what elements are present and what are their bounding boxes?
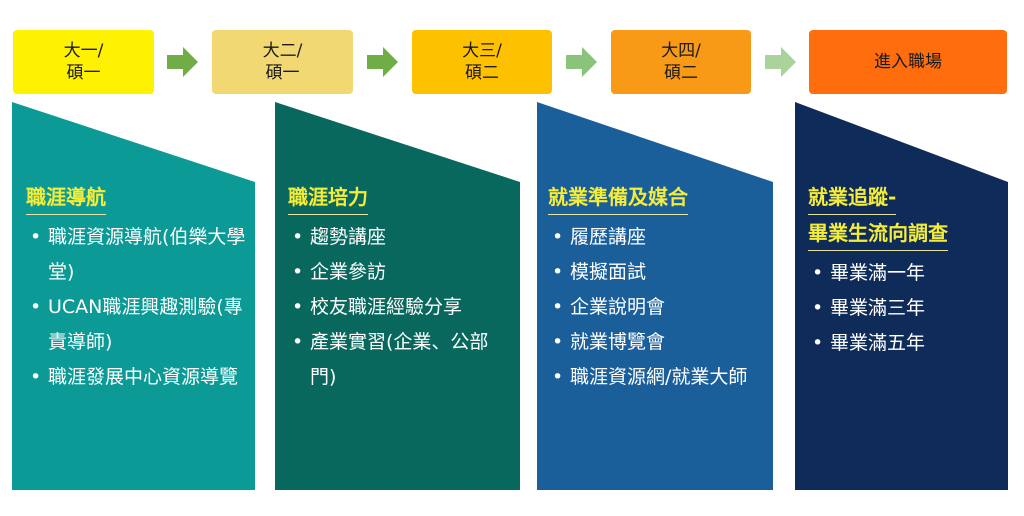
arrow-right-icon <box>566 47 597 77</box>
list-item: 畢業滿五年 <box>808 326 1003 361</box>
stage-4-line2: 碩二 <box>664 63 698 83</box>
stage-1-line2: 碩一 <box>66 63 101 83</box>
stage-2-line1: 大二/ <box>262 41 303 61</box>
column-1-title: 職涯導航 <box>26 180 106 215</box>
arrow-right-icon <box>367 47 398 77</box>
column-2-title: 職涯培力 <box>288 180 368 215</box>
list-item: 職涯資源網/就業大師 <box>548 360 766 395</box>
list-item: 企業參訪 <box>288 255 513 290</box>
list-item: 就業博覽會 <box>548 325 766 360</box>
list-item: 畢業滿一年 <box>808 256 1003 291</box>
list-item: UCAN職涯興趣測驗(專責導師) <box>26 290 246 360</box>
stage-5-line1: 進入職場 <box>874 52 942 72</box>
stage-2-line2: 碩一 <box>265 63 300 83</box>
arrow-right-icon <box>167 47 198 77</box>
stage-4-line1: 大四/ <box>661 41 701 61</box>
stage-5-box: 進入職場 <box>809 30 1007 94</box>
column-4-title: 就業追蹤- <box>808 180 897 215</box>
column-2: 職涯培力 趨勢講座 企業參訪 校友職涯經驗分享 產業實習(企業、公部門) <box>288 180 513 395</box>
list-item: 職涯發展中心資源導覽 <box>26 360 246 395</box>
list-item: 趨勢講座 <box>288 220 513 255</box>
stage-3-line2: 碩二 <box>465 63 499 83</box>
list-item: 職涯資源導航(伯樂大學堂) <box>26 220 246 290</box>
column-1: 職涯導航 職涯資源導航(伯樂大學堂) UCAN職涯興趣測驗(專責導師) 職涯發展… <box>26 180 246 395</box>
column-4: 就業追蹤- 畢業生流向調查 畢業滿一年 畢業滿三年 畢業滿五年 <box>808 180 1003 361</box>
list-item: 履歷講座 <box>548 220 766 255</box>
stage-3-box: 大三/ 碩二 <box>412 30 552 94</box>
list-item: 畢業滿三年 <box>808 291 1003 326</box>
stage-2-box: 大二/ 碩一 <box>212 30 353 94</box>
arrow-right-icon <box>765 47 796 77</box>
column-3-title: 就業準備及媒合 <box>548 180 688 215</box>
stage-1-box: 大一/ 碩一 <box>13 30 154 94</box>
stage-1-line1: 大一/ <box>63 41 104 61</box>
list-item: 產業實習(企業、公部門) <box>288 325 513 395</box>
column-4-title-line2: 畢業生流向調查 <box>808 216 948 251</box>
list-item: 校友職涯經驗分享 <box>288 290 513 325</box>
column-3: 就業準備及媒合 履歷講座 模擬面試 企業說明會 就業博覽會 職涯資源網/就業大師 <box>548 180 766 395</box>
list-item: 模擬面試 <box>548 255 766 290</box>
stage-4-box: 大四/ 碩二 <box>611 30 751 94</box>
list-item: 企業說明會 <box>548 290 766 325</box>
stage-3-line1: 大三/ <box>462 41 502 61</box>
